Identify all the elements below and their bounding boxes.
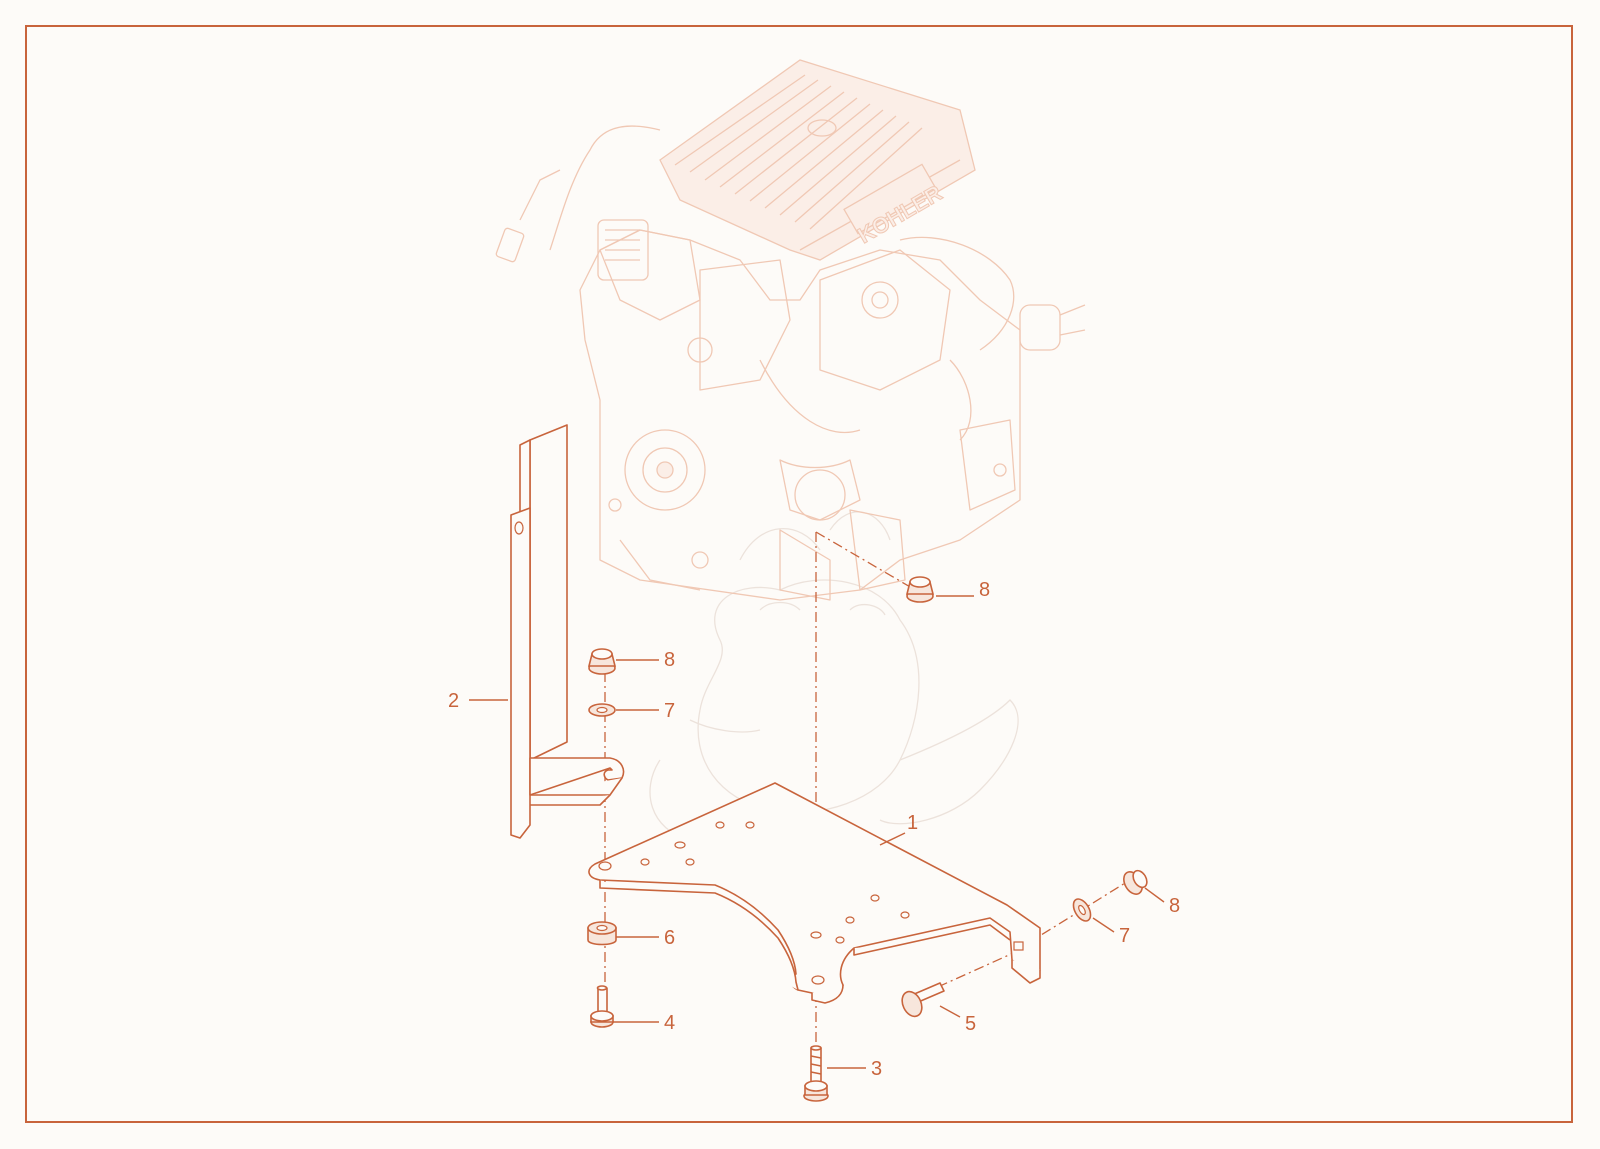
callout-labels: 2 8 8 7 1 6 4 3 5 7 8 bbox=[448, 579, 1180, 1080]
lock-washer-bracket bbox=[588, 703, 616, 717]
callout-7-bracket: 7 bbox=[664, 700, 675, 722]
callout-4: 4 bbox=[664, 1012, 675, 1034]
carriage-bolt bbox=[901, 982, 945, 1018]
callout-3: 3 bbox=[871, 1058, 882, 1080]
callout-8-engine: 8 bbox=[979, 579, 990, 601]
diagram-frame bbox=[25, 25, 1573, 1123]
callout-8-bracket: 8 bbox=[664, 649, 675, 671]
flange-nut-bracket bbox=[587, 648, 617, 675]
spacer bbox=[587, 921, 617, 946]
callout-7-right: 7 bbox=[1119, 925, 1130, 947]
callout-6: 6 bbox=[664, 927, 675, 949]
base-plate bbox=[588, 782, 1041, 1004]
heat-shield-bracket bbox=[510, 424, 625, 839]
engine-ghost: KOHLER bbox=[495, 59, 1086, 601]
leader-lines bbox=[469, 595, 1165, 1069]
flange-bolt bbox=[803, 1045, 829, 1102]
callout-2: 2 bbox=[448, 690, 459, 712]
callout-5: 5 bbox=[965, 1013, 976, 1035]
assembly-centerlines bbox=[604, 531, 1131, 1062]
callout-8-right: 8 bbox=[1169, 895, 1180, 917]
callout-1: 1 bbox=[907, 812, 918, 834]
flange-nut-right bbox=[1123, 869, 1148, 895]
flange-nut-engine bbox=[905, 576, 935, 603]
cap-screw bbox=[590, 985, 614, 1028]
lock-washer-right bbox=[1072, 898, 1092, 922]
mascot-watermark bbox=[649, 511, 1019, 844]
